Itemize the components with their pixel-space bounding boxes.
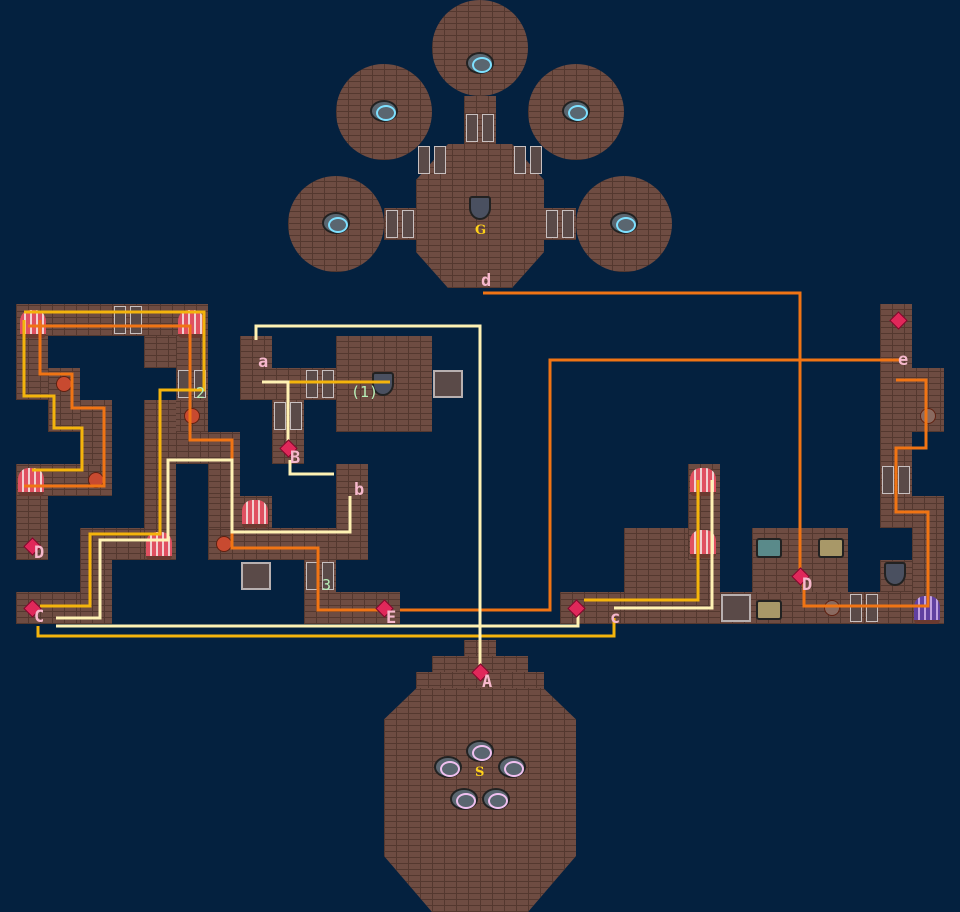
locked-gate[interactable] (721, 594, 751, 622)
warp-label-C: C (34, 607, 45, 627)
teleporter-icon[interactable] (562, 100, 590, 122)
door[interactable] (290, 402, 302, 430)
door[interactable] (322, 562, 334, 590)
boulder-icon[interactable] (920, 408, 936, 424)
shield-statue-icon[interactable] (884, 562, 906, 586)
spike-trap-icon (18, 468, 44, 496)
boulder-icon[interactable] (824, 600, 840, 616)
teleporter-icon[interactable] (450, 788, 478, 810)
door[interactable] (386, 210, 398, 238)
locked-gate[interactable] (241, 562, 271, 590)
chest-icon[interactable] (818, 538, 844, 558)
teleporter-icon[interactable] (498, 756, 526, 778)
chest-icon[interactable] (756, 538, 782, 558)
goal-statue-icon[interactable] (469, 196, 491, 220)
door[interactable] (322, 370, 334, 398)
route-cream-bottom (56, 612, 580, 628)
teleporter-icon[interactable] (322, 212, 350, 234)
step-marker-1: (1) (351, 383, 379, 401)
warp-label-B: B (290, 448, 301, 468)
door[interactable] (418, 146, 430, 174)
warp-label-D-left: D (34, 543, 45, 563)
route-right-orange (802, 378, 930, 608)
route-gold-C-c (36, 618, 616, 638)
room (16, 336, 48, 400)
route-left-orange (24, 320, 106, 488)
door[interactable] (274, 402, 286, 430)
shield-statue-icon[interactable] (372, 372, 394, 396)
door[interactable] (306, 370, 318, 398)
warp-label-b: b (354, 480, 365, 500)
route-e-to-E (400, 358, 900, 612)
teleporter-icon[interactable] (466, 52, 494, 74)
warp-label-d: d (481, 271, 492, 291)
door[interactable] (482, 114, 494, 142)
step-marker-3: 3 (322, 576, 332, 594)
warp-label-a: a (258, 352, 269, 372)
door[interactable] (514, 146, 526, 174)
warp-label-D-right: D (802, 575, 813, 595)
door[interactable] (546, 210, 558, 238)
room-w-circle (288, 176, 384, 272)
door[interactable] (530, 146, 542, 174)
teleporter-icon[interactable] (466, 740, 494, 762)
step-marker-2: 2 (196, 384, 206, 402)
warp-label-A: A (482, 672, 493, 692)
locked-gate[interactable] (433, 370, 463, 398)
start-room (384, 688, 576, 912)
room (16, 304, 208, 336)
door[interactable] (466, 114, 478, 142)
route-gold-left-2 (22, 320, 84, 472)
door[interactable] (882, 466, 894, 494)
route-B-to-b (288, 460, 334, 476)
route-b-to-C (56, 458, 352, 620)
route-A-to-a (254, 324, 482, 678)
door[interactable] (562, 210, 574, 238)
route-cream-right (614, 480, 714, 610)
spike-trap-icon (242, 500, 268, 528)
door[interactable] (898, 466, 910, 494)
warp-label-E: E (386, 608, 397, 628)
warp-label-c: c (610, 608, 621, 628)
route-gold-left (24, 310, 206, 608)
route-gold-right (584, 480, 700, 602)
room-e-circle (576, 176, 672, 272)
room-north-circle (432, 0, 528, 96)
start-label: S (475, 765, 485, 780)
room-nw-circle (336, 64, 432, 160)
route-a-to-B (262, 380, 290, 456)
teleporter-icon[interactable] (482, 788, 510, 810)
room (336, 464, 368, 560)
door[interactable] (866, 594, 878, 622)
goal-label: G (475, 223, 487, 238)
door[interactable] (402, 210, 414, 238)
door[interactable] (850, 594, 862, 622)
teleporter-icon[interactable] (610, 212, 638, 234)
boulder-icon[interactable] (184, 408, 200, 424)
door[interactable] (434, 146, 446, 174)
chest-icon[interactable] (756, 600, 782, 620)
route-d-to-D (483, 291, 802, 570)
teleporter-icon[interactable] (370, 100, 398, 122)
teleporter-icon[interactable] (434, 756, 462, 778)
warp-label-e: e (898, 350, 909, 370)
